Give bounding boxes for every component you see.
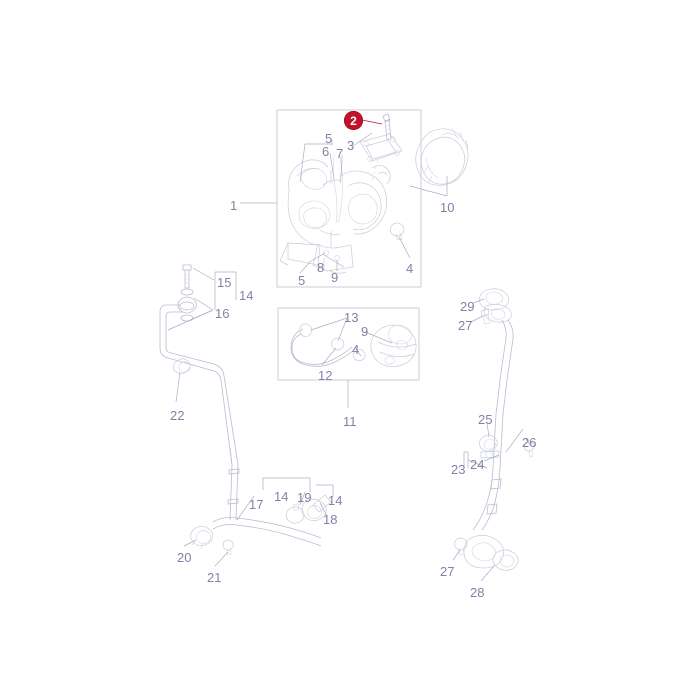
- highlighted-part-badge[interactable]: 2: [344, 111, 363, 130]
- callout-label-15: 15: [217, 275, 232, 290]
- box11-leaders: [310, 317, 393, 366]
- callout-label-22: 22: [170, 408, 185, 423]
- left-oil-pipe-assembly: [159, 264, 332, 556]
- callout-label-26: 26: [522, 435, 537, 450]
- right-assembly-leaders: [452, 298, 532, 582]
- callout-label-5b: 5: [298, 273, 306, 288]
- callout-label-4b: 4: [352, 342, 360, 357]
- callout-label-23: 23: [451, 462, 466, 477]
- callout-label-13: 13: [344, 310, 359, 325]
- callout-label-24: 24: [470, 457, 485, 472]
- callout-label-14c: 14: [328, 493, 343, 508]
- callout-label-1: 1: [230, 198, 238, 213]
- callout-label-9b: 9: [361, 324, 369, 339]
- callout-label-21: 21: [207, 570, 222, 585]
- callout-label-7: 7: [336, 146, 344, 161]
- callout-label-27b: 27: [440, 564, 455, 579]
- callout-label-25: 25: [478, 412, 493, 427]
- callout-label-9: 9: [331, 270, 339, 285]
- callout-label-27a: 27: [458, 318, 473, 333]
- callout-label-14b: 14: [274, 489, 289, 504]
- callout-label-5a: 5: [325, 131, 333, 146]
- right-oil-pipe-assembly: [454, 288, 535, 571]
- callout-label-8: 8: [317, 260, 325, 275]
- callout-label-16: 16: [215, 306, 230, 321]
- callout-label-12: 12: [318, 368, 333, 383]
- callout-label-18: 18: [323, 512, 338, 527]
- actuator-illustration: [290, 323, 417, 368]
- callout-label-28: 28: [470, 585, 485, 600]
- callout-label-29: 29: [460, 299, 475, 314]
- callout-label-20: 20: [177, 550, 192, 565]
- callout-label-14a: 14: [239, 288, 254, 303]
- callout-label-6: 6: [322, 144, 330, 159]
- turbocharger-detail-box: [276, 109, 422, 288]
- callout-label-17: 17: [249, 497, 264, 512]
- callout-label-3: 3: [347, 138, 355, 153]
- callout-label-10: 10: [440, 200, 455, 215]
- box1-leaders: [299, 132, 448, 274]
- turbocharger-illustration: [279, 113, 469, 274]
- callout-label-11: 11: [343, 414, 357, 429]
- callout-label-19: 19: [297, 490, 312, 505]
- actuator-detail-box: [277, 307, 420, 381]
- highlight-leader: [361, 119, 383, 125]
- left-assembly-leaders: [167, 267, 334, 567]
- callout-label-4: 4: [406, 261, 414, 276]
